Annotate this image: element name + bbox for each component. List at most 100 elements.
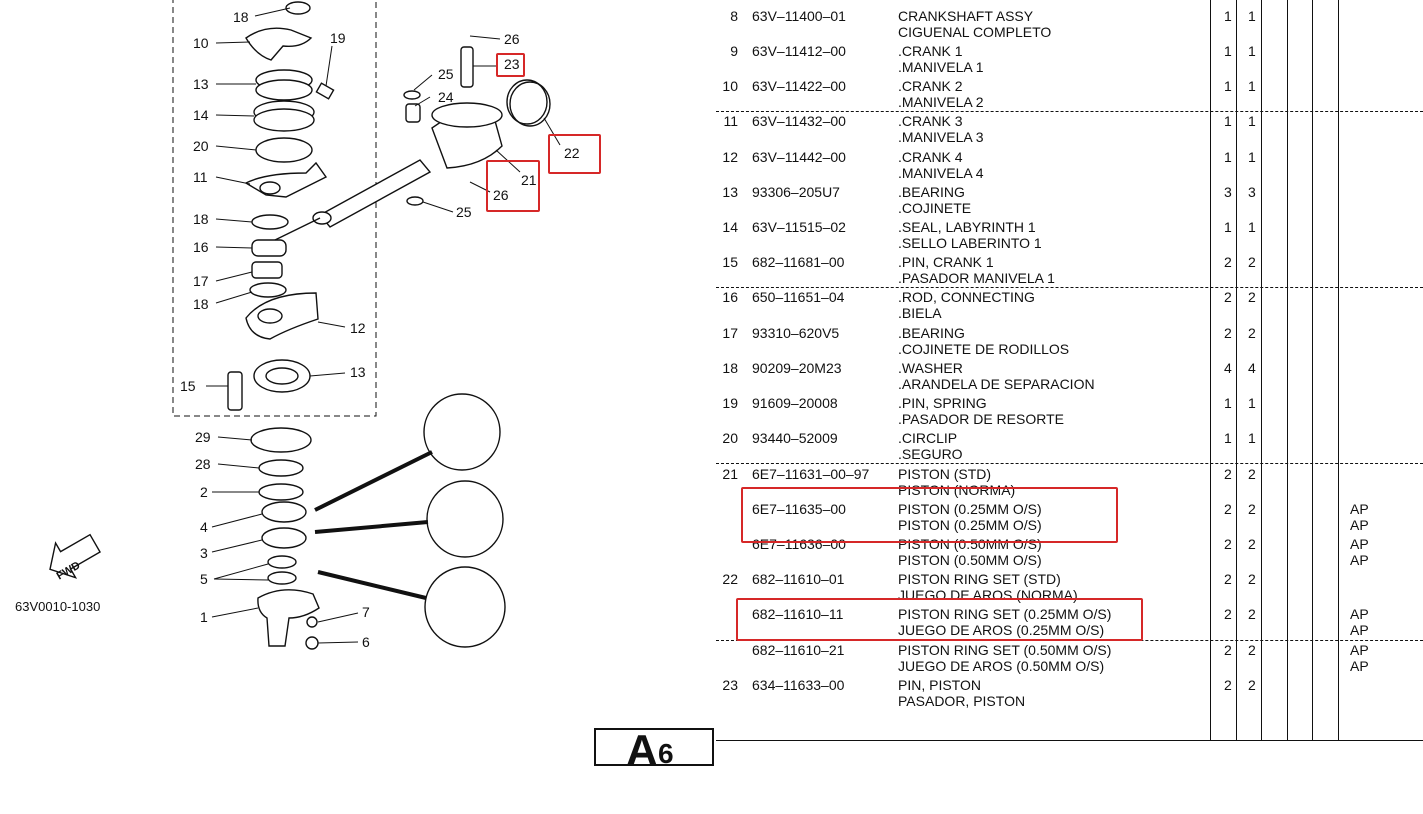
callout-1: 1 (200, 609, 208, 625)
description: .BEARING (898, 325, 965, 341)
table-rule (1287, 0, 1288, 741)
description: .ROD, CONNECTING (898, 289, 1035, 305)
figure-code: 63V0010-1030 (15, 599, 101, 614)
callout-16: 16 (193, 239, 209, 255)
part-number: 6E7–11631–00–97 (752, 466, 870, 482)
remark-2: AP (1350, 622, 1369, 638)
description: PISTON RING SET (0.25MM O/S) (898, 606, 1112, 622)
description-es: .ARANDELA DE SEPARACION (898, 376, 1095, 392)
description-es: PISTON (NORMA) (898, 482, 1016, 498)
callout-18c: 18 (193, 296, 209, 312)
description: PISTON (STD) (898, 466, 992, 482)
description: .PIN, SPRING (898, 395, 987, 411)
description-es: .MANIVELA 1 (898, 59, 984, 75)
remark: AP (1350, 536, 1369, 552)
qty-2: 2 (1248, 571, 1256, 587)
qty-1: 1 (1224, 430, 1232, 446)
ref-no: 19 (722, 395, 738, 411)
qty-1: 2 (1224, 254, 1232, 270)
ref-no: 11 (723, 113, 738, 129)
part-number: 63V–11400–01 (752, 8, 846, 24)
page-tag-letter: A (626, 726, 658, 775)
description: .CRANK 2 (898, 78, 963, 94)
description: .CRANK 3 (898, 113, 963, 129)
ref-no: 14 (722, 219, 738, 235)
qty-1: 1 (1224, 8, 1232, 24)
callout-2: 2 (200, 484, 208, 500)
qty-1: 1 (1224, 113, 1232, 129)
qty-1: 1 (1224, 43, 1232, 59)
description-es: .PASADOR MANIVELA 1 (898, 270, 1055, 286)
qty-1: 2 (1224, 325, 1232, 341)
callout-19: 19 (330, 30, 346, 46)
callout-17: 17 (193, 273, 209, 289)
ref-no: 9 (730, 43, 738, 59)
highlight-callout-23 (496, 53, 525, 77)
callout-26b: 26 (493, 187, 509, 203)
callout-25a: 25 (438, 66, 454, 82)
description-es: JUEGO DE AROS (0.25MM O/S) (898, 622, 1105, 638)
remark-2: AP (1350, 517, 1369, 533)
qty-2: 1 (1248, 395, 1256, 411)
part-number: 63V–11442–00 (752, 149, 846, 165)
part-number: 93440–52009 (752, 430, 838, 446)
description-es: .SELLO LABERINTO 1 (898, 235, 1042, 251)
qty-1: 4 (1224, 360, 1232, 376)
description-es: JUEGO DE AROS (0.50MM O/S) (898, 658, 1105, 674)
ref-no: 12 (722, 149, 738, 165)
part-number: 91609–20008 (752, 395, 838, 411)
qty-1: 3 (1224, 184, 1232, 200)
part-number: 6E7–11635–00 (752, 501, 846, 517)
description: .PIN, CRANK 1 (898, 254, 994, 270)
description-es: .BIELA (898, 305, 942, 321)
remark: AP (1350, 501, 1369, 517)
callout-3: 3 (200, 545, 208, 561)
callout-12: 12 (350, 320, 366, 336)
part-number: 93310–620V5 (752, 325, 840, 341)
qty-2: 1 (1248, 149, 1256, 165)
qty-1: 1 (1224, 395, 1232, 411)
qty-2: 1 (1248, 8, 1256, 24)
page-tag: A 6 (594, 726, 714, 775)
qty-1: 2 (1224, 466, 1232, 482)
callout-18b: 18 (193, 211, 209, 227)
part-number: 63V–11515–02 (752, 219, 846, 235)
qty-1: 1 (1224, 149, 1232, 165)
callout-26a: 26 (504, 31, 520, 47)
remark: AP (1350, 606, 1369, 622)
exploded-diagram (49, 0, 561, 650)
description: PISTON (0.25MM O/S) (898, 501, 1042, 517)
callout-25b: 25 (456, 204, 472, 220)
qty-2: 2 (1248, 325, 1256, 341)
description: .CRANK 4 (898, 149, 963, 165)
qty-1: 1 (1224, 78, 1232, 94)
ref-no: 20 (722, 430, 738, 446)
group-separator (716, 287, 1423, 288)
qty-2: 1 (1248, 78, 1256, 94)
description-es: PASADOR, PISTON (898, 693, 1026, 709)
crankshaft-parts (227, 1, 551, 650)
callout-leaders (206, 7, 561, 644)
part-number: 63V–11412–00 (752, 43, 846, 59)
highlight-callout-26 (486, 160, 540, 212)
callout-4: 4 (200, 519, 208, 535)
description: PISTON RING SET (0.50MM O/S) (898, 642, 1112, 658)
qty-2: 2 (1248, 642, 1256, 658)
callout-13b: 13 (350, 364, 366, 380)
part-number: 63V–11432–00 (752, 113, 846, 129)
qty-2: 2 (1248, 466, 1256, 482)
qty-2: 2 (1248, 289, 1256, 305)
ref-no: 8 (730, 8, 738, 24)
qty-2: 2 (1248, 677, 1256, 693)
callout-5: 5 (200, 571, 208, 587)
description: CRANKSHAFT ASSY (898, 8, 1034, 24)
